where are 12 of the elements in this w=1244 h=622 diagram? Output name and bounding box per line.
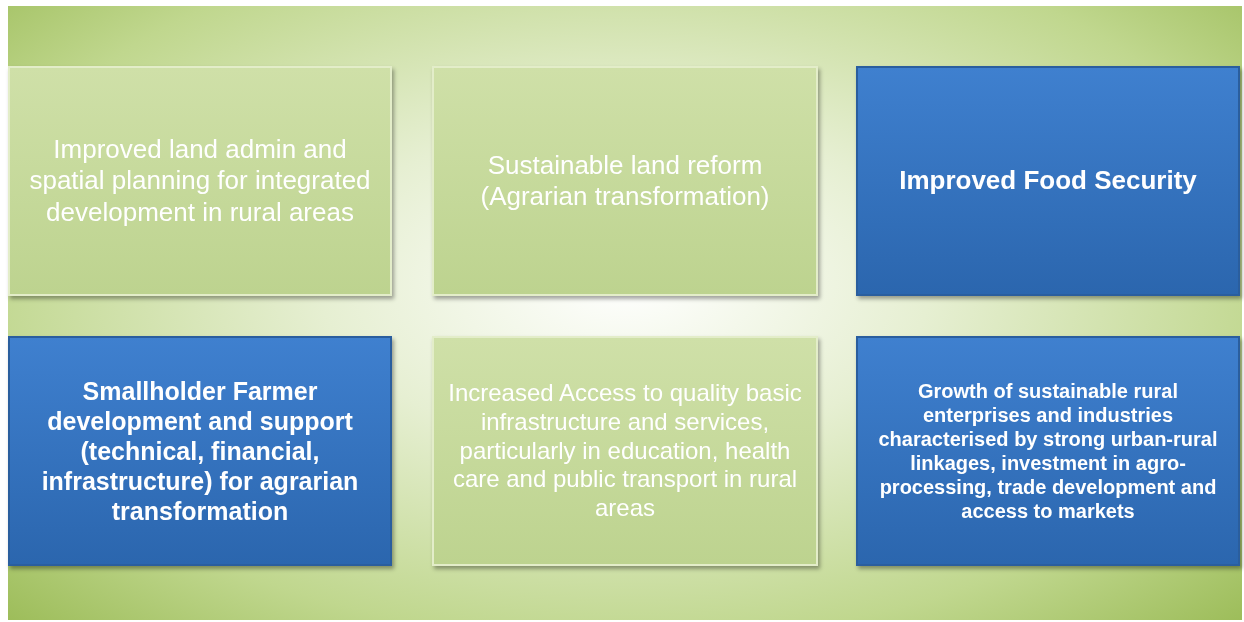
box-text: Sustainable land reform (Agrarian transformation) — [479, 149, 771, 213]
text-box — [8, 66, 392, 296]
text-box — [432, 66, 818, 296]
box-text: Smallholder Farmer development and support (technical, financial, infrastructure) for agrarian transformation — [40, 376, 360, 526]
text-box — [8, 336, 392, 566]
box-text: Growth of sustainable rural enterprises and industries characterised by strong urban-rural linkages, investment in agro-processing, trade development and access to markets — [877, 379, 1219, 523]
text-box — [432, 336, 818, 566]
box-text: Improved Food Security — [899, 165, 1197, 197]
box-text: Increased Access to quality basic infrastructure and services, particularly in education, health care and public transport in rural areas — [447, 379, 803, 523]
box-text: Improved land admin and spatial planning for integrated development in rural areas — [28, 134, 372, 228]
text-box — [856, 66, 1240, 296]
text-box — [856, 336, 1240, 566]
